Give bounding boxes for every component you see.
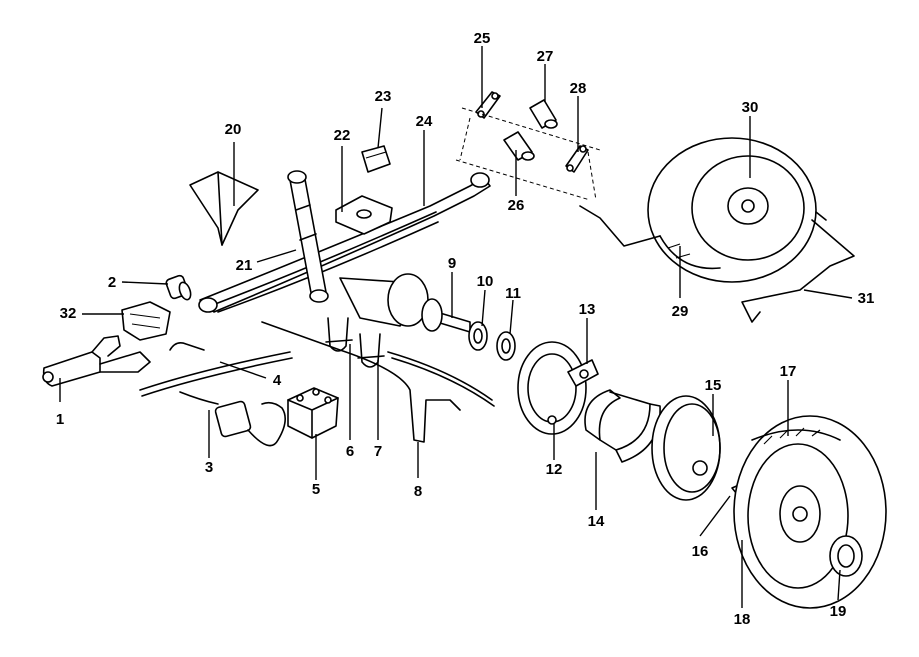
part-32-bracket xyxy=(121,301,171,341)
callout-17: 17 xyxy=(780,363,797,380)
part-10-bearing xyxy=(468,321,488,351)
part-1-brake-regulator xyxy=(42,335,151,387)
part-30-spare-wheel xyxy=(647,137,817,283)
callout-32: 32 xyxy=(60,305,77,322)
part-8-brake-line xyxy=(261,321,495,443)
callout-5: 5 xyxy=(312,481,320,498)
part-2-bushing xyxy=(165,274,192,301)
callout-19: 19 xyxy=(830,603,847,620)
part-15-brake-drum xyxy=(651,395,721,501)
callout-24: 24 xyxy=(416,113,433,130)
part-14-brake-shoes xyxy=(584,389,661,463)
callout-21: 21 xyxy=(236,257,253,274)
part-18-wheel xyxy=(733,415,887,609)
part-26-shackle-pin xyxy=(503,131,535,161)
assembly-guide-lines xyxy=(455,107,601,201)
callout-7: 7 xyxy=(374,443,382,460)
part-31-carrier-bracket xyxy=(579,205,855,323)
callout-20: 20 xyxy=(225,121,242,138)
part-3-sensor-cable xyxy=(179,391,286,447)
callout-29: 29 xyxy=(672,303,689,320)
callout-8: 8 xyxy=(414,483,422,500)
callout-6: 6 xyxy=(346,443,354,460)
part-17-tyre-tread xyxy=(751,427,841,445)
part-13-wheel-cylinder xyxy=(567,359,599,387)
callout-3: 3 xyxy=(205,459,213,476)
callout-26: 26 xyxy=(508,197,525,214)
part-19-hub-cap xyxy=(829,535,863,577)
part-29-tyre-tread xyxy=(659,235,721,270)
callout-25: 25 xyxy=(474,30,491,47)
callout-15: 15 xyxy=(705,377,722,394)
part-4-brake-hose xyxy=(139,342,293,397)
callout-16: 16 xyxy=(692,543,709,560)
callout-31: 31 xyxy=(858,290,875,307)
callout-9: 9 xyxy=(448,255,456,272)
callout-30: 30 xyxy=(742,99,759,116)
callout-22: 22 xyxy=(334,127,351,144)
part-9-axle-shaft xyxy=(421,298,471,333)
axle-housing xyxy=(339,273,429,327)
callout-2: 2 xyxy=(108,274,116,291)
callout-1: 1 xyxy=(56,411,64,428)
part-12-backing-plate xyxy=(517,341,587,435)
part-27-shackle-pin xyxy=(529,99,558,129)
callout-11: 11 xyxy=(505,285,521,302)
callout-28: 28 xyxy=(570,80,587,97)
callout-23: 23 xyxy=(375,88,392,105)
callout-labels: 1 2 3 4 5 6 7 8 9 10 11 12 13 14 15 16 1… xyxy=(56,30,875,628)
callout-10: 10 xyxy=(477,273,494,290)
part-25-shackle-plate xyxy=(475,91,501,119)
part-5-valve-block xyxy=(287,387,339,439)
callout-4: 4 xyxy=(273,372,282,389)
leader-lines xyxy=(59,46,853,608)
part-21-shock-absorber xyxy=(287,170,329,303)
part-28-shackle-plate xyxy=(565,145,589,173)
part-23-rubber-pad xyxy=(361,145,391,173)
callout-13: 13 xyxy=(579,301,596,318)
callout-14: 14 xyxy=(588,513,605,530)
callout-18: 18 xyxy=(734,611,751,628)
part-22-spring-plate xyxy=(335,195,393,235)
part-20-frame-bracket xyxy=(189,171,259,246)
part-11-seal xyxy=(496,331,516,361)
callout-12: 12 xyxy=(546,461,563,478)
callout-27: 27 xyxy=(537,48,554,65)
